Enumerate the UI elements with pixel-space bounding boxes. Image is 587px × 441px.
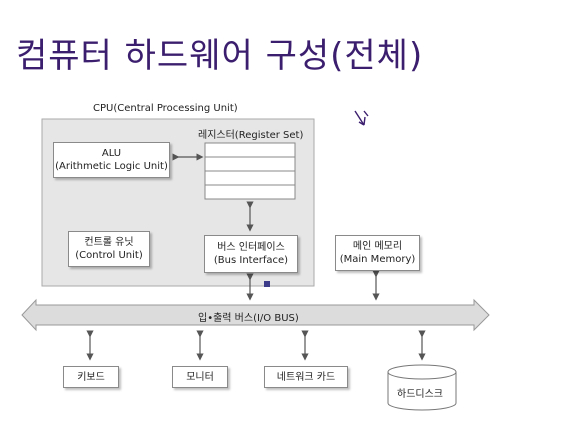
control-unit-title: 컨트롤 유닛 — [84, 237, 134, 248]
alu-box: ALU (Arithmetic Logic Unit) — [53, 142, 170, 178]
main-memory-subtitle: (Main Memory) — [339, 254, 416, 265]
alu-subtitle: (Arithmetic Logic Unit) — [55, 161, 168, 172]
keyboard-label: 키보드 — [77, 371, 105, 383]
page-title: 컴퓨터 하드웨어 구성(전체) — [16, 36, 424, 76]
cursor-marker — [264, 281, 270, 287]
hard-disk-cylinder — [387, 364, 457, 411]
pen-annotation-icon — [354, 110, 369, 126]
cpu-label: CPU(Central Processing Unit) — [93, 103, 238, 114]
io-bus-arrow — [21, 298, 490, 332]
register-set-label: 레지스터(Register Set) — [198, 130, 304, 141]
hard-disk-label: 하드디스크 — [397, 389, 443, 400]
annotation-mark — [352, 108, 376, 136]
monitor-label: 모니터 — [186, 371, 214, 383]
network-card-box: 네트워크 카드 — [264, 366, 348, 388]
main-memory-box: 메인 메모리 (Main Memory) — [335, 235, 420, 271]
control-unit-box: 컨트롤 유닛 (Control Unit) — [68, 231, 150, 267]
network-card-label: 네트워크 카드 — [276, 371, 336, 383]
bus-interface-title: 버스 인터페이스 — [217, 242, 285, 253]
register-set — [204, 142, 296, 200]
io-bus-label: 입•출력 버스(I/O BUS) — [198, 313, 299, 324]
monitor-box: 모니터 — [172, 366, 228, 388]
bus-interface-subtitle: (Bus Interface) — [213, 255, 289, 266]
control-unit-subtitle: (Control Unit) — [75, 250, 143, 261]
keyboard-box: 키보드 — [63, 366, 119, 388]
bus-interface-box: 버스 인터페이스 (Bus Interface) — [204, 235, 298, 273]
alu-title: ALU — [101, 148, 122, 159]
main-memory-title: 메인 메모리 — [352, 241, 403, 252]
